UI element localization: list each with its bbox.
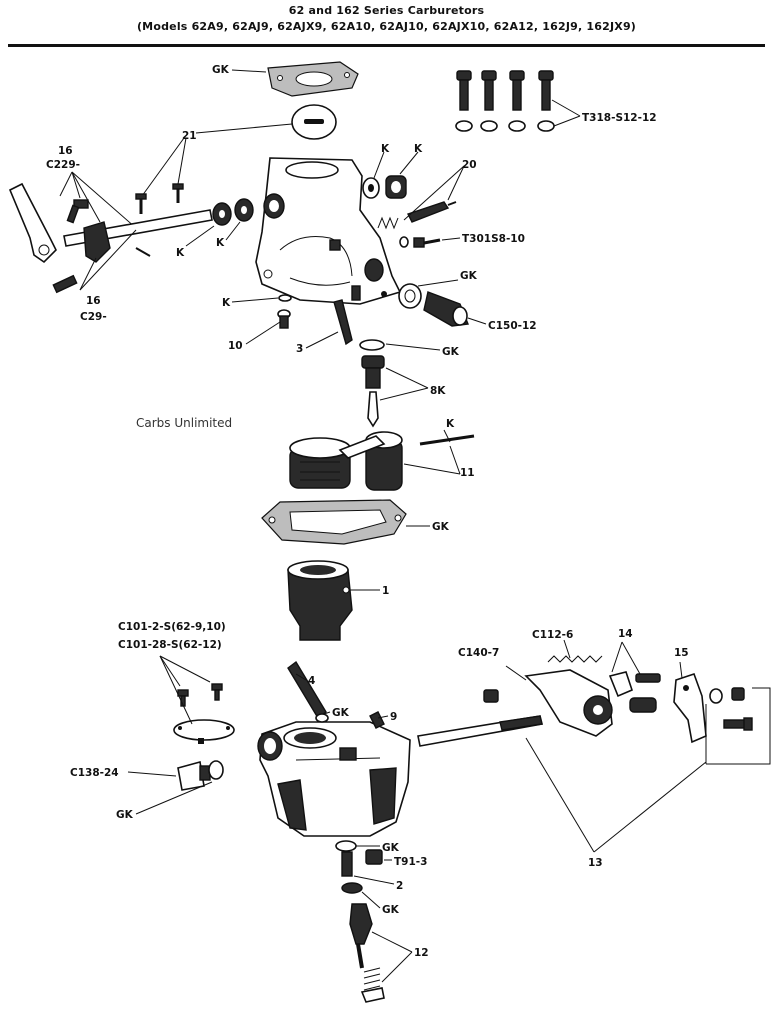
- small-nut: [483, 689, 499, 703]
- label-4: 4: [308, 675, 315, 687]
- label-t91: T91-3: [394, 856, 427, 868]
- needle-seat-8k: [359, 339, 385, 428]
- label-gk-2: GK: [460, 270, 478, 282]
- choke-lever-assembly: [524, 655, 661, 737]
- choke-bracket: [673, 672, 753, 744]
- screw-4: [287, 660, 329, 723]
- choke-shaft: [417, 715, 543, 747]
- idle-screw-spring: [377, 201, 457, 230]
- label-3: 3: [296, 343, 303, 355]
- label-gk-5: GK: [332, 707, 350, 719]
- main-jet: [335, 840, 383, 894]
- screw-10: [277, 294, 292, 329]
- adjusting-needle-12: [349, 903, 385, 1003]
- label-gk-3: GK: [442, 346, 460, 358]
- label-gk-top: GK: [212, 64, 230, 76]
- label-c229: C229-: [46, 159, 80, 171]
- label-10: 10: [228, 340, 243, 352]
- drain-plug: [177, 760, 224, 791]
- throttle-plate: [291, 104, 337, 140]
- label-1: 1: [382, 585, 389, 597]
- label-15: 15: [674, 647, 689, 659]
- label-21: 21: [182, 130, 197, 142]
- label-c101-a: C101-2-S(62-9,10): [118, 621, 226, 633]
- fuel-bowl-body: [257, 721, 411, 837]
- float-assembly: [289, 431, 403, 491]
- label-8k: 8K: [430, 385, 446, 397]
- label-14: 14: [618, 628, 633, 640]
- label-k-6: K: [446, 418, 455, 430]
- throttle-body: [255, 157, 402, 305]
- label-t301: T301S8-10: [462, 233, 525, 245]
- small-screw: [399, 236, 441, 248]
- label-13: 13: [588, 857, 603, 869]
- label-gk-7: GK: [382, 842, 400, 854]
- top-gasket: [267, 61, 359, 97]
- label-16-bottom: 16: [86, 295, 101, 307]
- label-gk-8: GK: [382, 904, 400, 916]
- label-k-4: K: [216, 237, 225, 249]
- label-20: 20: [462, 159, 477, 171]
- float-pin-3: [333, 299, 353, 346]
- diagram-title: 62 and 162 Series Carburetors: [288, 4, 485, 17]
- plate-screws: [135, 183, 184, 214]
- label-k-1: K: [381, 143, 390, 155]
- body-bushings: [362, 175, 407, 199]
- label-c112: C112-6: [532, 629, 573, 641]
- cover-plate-screws: [173, 683, 235, 744]
- diagram-models: (Models 62A9, 62AJ9, 62AJX9, 62A10, 62AJ…: [136, 20, 637, 33]
- label-c140: C140-7: [458, 647, 499, 659]
- label-11: 11: [460, 467, 475, 479]
- label-c138: C138-24: [70, 767, 119, 779]
- label-c150: C150-12: [488, 320, 537, 332]
- label-c29: C29-: [80, 311, 107, 323]
- screw-9: [369, 711, 385, 729]
- watermark: Carbs Unlimited: [136, 416, 232, 430]
- label-k-3: K: [176, 247, 185, 259]
- label-t318: T318-S12-12: [582, 112, 657, 124]
- throttle-lever: [8, 182, 89, 264]
- venturi-1: [287, 560, 353, 641]
- shaft-bushings: [212, 198, 254, 226]
- fuel-inlet-fitting: [398, 283, 469, 327]
- label-gk-6: GK: [116, 809, 134, 821]
- label-c101-b: C101-28-S(62-12): [118, 639, 222, 651]
- label-9: 9: [390, 711, 397, 723]
- label-12: 12: [414, 947, 429, 959]
- label-2: 2: [396, 880, 403, 892]
- label-k-2: K: [414, 143, 423, 155]
- cover-screws: [455, 70, 555, 132]
- label-gk-4: GK: [432, 521, 450, 533]
- label-k-5: K: [222, 297, 231, 309]
- label-16-top: 16: [58, 145, 73, 157]
- header-rule: [8, 44, 765, 47]
- throttle-shaft: [52, 209, 213, 294]
- bowl-gasket: [261, 499, 407, 545]
